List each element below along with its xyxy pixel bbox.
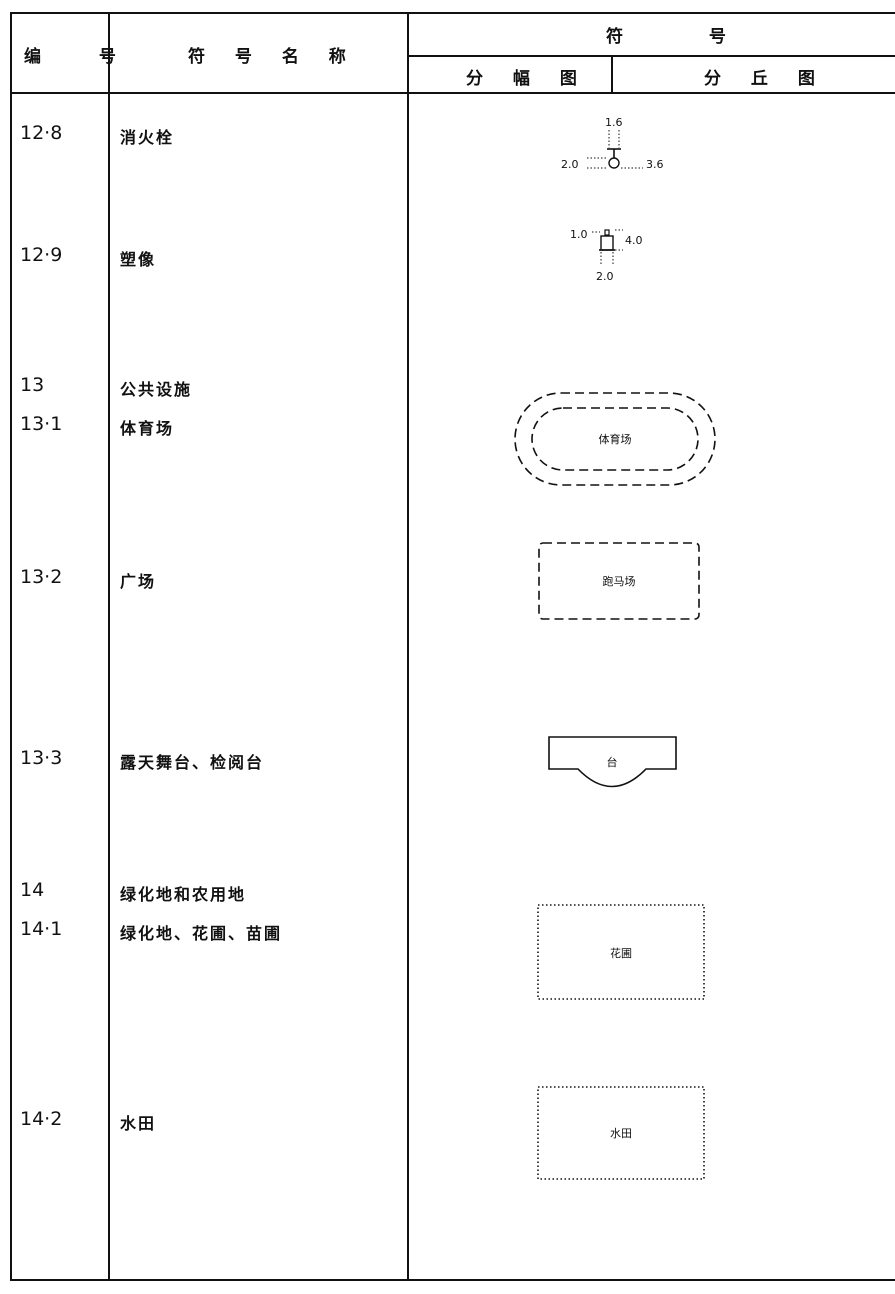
symbol-label: 水田 <box>610 1127 632 1140</box>
dim-label: 4.0 <box>625 234 643 247</box>
row-number: 14·2 <box>20 1108 63 1130</box>
header-sub-divider <box>408 55 895 57</box>
row-name: 绿化地、花圃、苗圃 <box>120 924 283 943</box>
row-name: 露天舞台、检阅台 <box>120 753 265 772</box>
column-divider-number <box>108 12 110 1281</box>
table-left-border <box>10 12 12 1281</box>
paddy-field-symbol: 水田 <box>536 1085 706 1183</box>
row-name: 公共设施 <box>120 380 193 399</box>
column-divider-name <box>407 12 409 1281</box>
header-sheet-map: 分 幅 图 <box>466 69 589 89</box>
header-dune-map: 分 丘 图 <box>704 69 827 89</box>
row-number: 13·2 <box>20 566 63 588</box>
row-name: 广场 <box>120 572 157 591</box>
table-top-border <box>10 12 895 14</box>
subcolumn-divider <box>611 56 613 93</box>
row-number: 12·8 <box>20 122 63 144</box>
row-name: 体育场 <box>120 419 175 438</box>
row-name: 水田 <box>120 1114 157 1133</box>
dim-label: 2.0 <box>561 158 579 171</box>
symbol-label: 花圃 <box>610 947 632 960</box>
symbol-label: 体育场 <box>599 432 632 446</box>
row-number: 14 <box>20 879 45 901</box>
row-number: 13 <box>20 374 45 396</box>
greenbelt-symbol: 花圃 <box>536 903 706 1003</box>
square-symbol: 跑马场 <box>537 541 703 623</box>
header-symbol: 符 号 <box>606 27 766 47</box>
dim-label: 1.6 <box>605 116 623 129</box>
dim-label: 1.0 <box>570 228 588 241</box>
row-name: 绿化地和农用地 <box>120 885 247 904</box>
symbol-label: 台 <box>607 755 618 769</box>
statue-symbol: 1.0 4.0 2.0 <box>565 224 665 288</box>
dim-label: 2.0 <box>596 270 614 283</box>
row-name: 塑像 <box>120 250 157 269</box>
row-number: 13·3 <box>20 747 63 769</box>
header-symbol-name: 符 号 名 称 <box>188 47 358 67</box>
row-number: 13·1 <box>20 413 63 435</box>
table-bottom-border <box>10 1279 895 1281</box>
stage-symbol: 台 <box>546 734 680 792</box>
symbol-label: 跑马场 <box>603 574 636 588</box>
header-number: 编 号 <box>24 47 142 67</box>
row-name: 消火栓 <box>120 128 175 147</box>
header-bottom-border <box>10 92 895 94</box>
fire-hydrant-symbol: 1.6 2.0 3.6 <box>555 112 675 176</box>
dim-label: 3.6 <box>646 158 664 171</box>
stadium-symbol: 体育场 <box>512 390 718 488</box>
row-number: 12·9 <box>20 244 63 266</box>
row-number: 14·1 <box>20 918 63 940</box>
